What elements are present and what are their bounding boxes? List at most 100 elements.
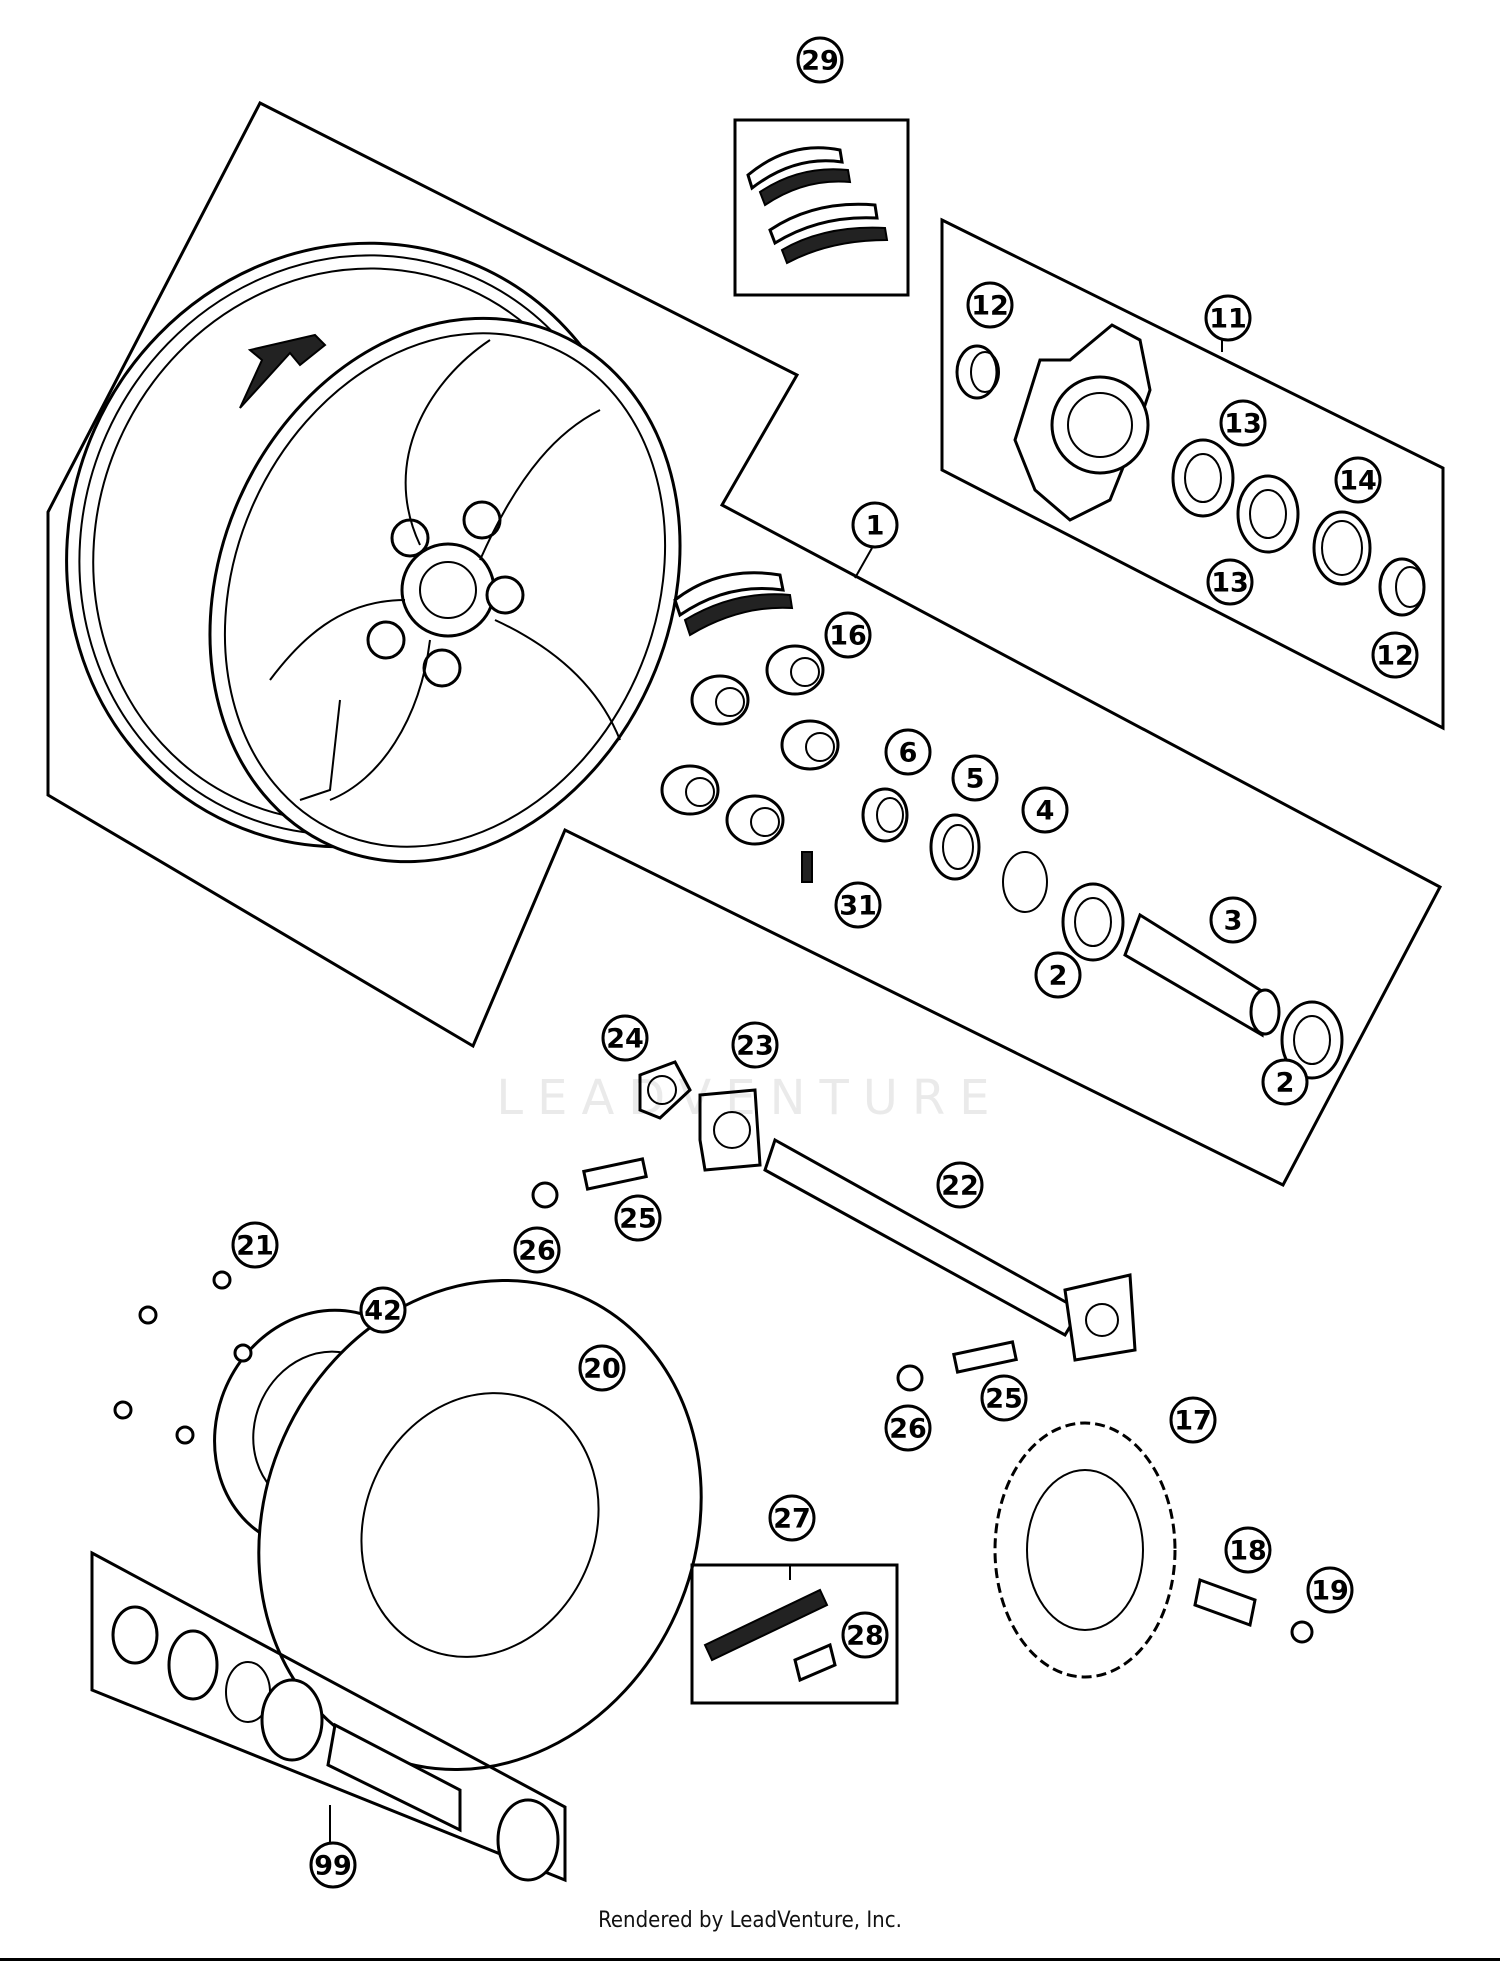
callout-3: 3	[1209, 896, 1257, 944]
callout-25: 25	[614, 1194, 662, 1242]
callout-27: 27	[768, 1494, 816, 1542]
callout-29: 29	[796, 36, 844, 84]
callout-18: 18	[1224, 1526, 1272, 1574]
callout-circle	[1034, 951, 1082, 999]
callout-circle	[1204, 294, 1252, 342]
callout-circle	[359, 1286, 407, 1334]
callout-26: 26	[884, 1404, 932, 1452]
sprocket-carrier-panel	[940, 217, 1445, 731]
callout-6: 6	[884, 728, 932, 776]
callout-circle	[1334, 456, 1382, 504]
callout-14: 14	[1334, 456, 1382, 504]
callout-circle	[1206, 558, 1254, 606]
wheel-small-parts	[660, 571, 1344, 1080]
callout-12: 12	[966, 281, 1014, 329]
callout-number: 23	[736, 1031, 774, 1062]
callout-number: 29	[801, 46, 839, 77]
chain-drawing	[703, 1588, 837, 1683]
callout-circle	[731, 1021, 779, 1069]
callout-number: 20	[583, 1354, 621, 1385]
brake-parts	[113, 1270, 703, 1772]
callout-number: 26	[518, 1236, 556, 1267]
callout-21: 21	[231, 1221, 279, 1269]
callout-number: 16	[829, 621, 867, 652]
callout-number: 22	[941, 1171, 979, 1202]
callout-circle	[309, 1841, 357, 1889]
callout-number: 24	[606, 1024, 644, 1055]
callout-number: 2	[1049, 961, 1068, 992]
callout-number: 14	[1339, 466, 1377, 497]
callout-number: 13	[1211, 568, 1249, 599]
callout-24: 24	[601, 1014, 649, 1062]
callout-circle	[796, 36, 844, 84]
callout-5: 5	[951, 754, 999, 802]
decal-stickers	[746, 146, 889, 265]
bearing-kit-drawing	[111, 1605, 560, 1882]
callout-number: 12	[971, 291, 1009, 322]
callout-circle	[1224, 1526, 1272, 1574]
callout-circle	[1219, 399, 1267, 447]
callout-circle	[231, 1221, 279, 1269]
rim-drawing	[65, 241, 682, 864]
callout-16: 16	[824, 611, 872, 659]
callout-circle	[578, 1344, 626, 1392]
callout-circle	[1306, 1566, 1354, 1614]
watermark: LEADVENTURE	[496, 1070, 1004, 1126]
callout-circle	[884, 728, 932, 776]
callout-number: 5	[966, 764, 985, 795]
callout-22: 22	[936, 1161, 984, 1209]
callout-circle	[884, 1404, 932, 1452]
rotation-arrow-icon	[239, 333, 327, 409]
callout-number: 17	[1174, 1406, 1212, 1437]
decal-set-box	[733, 118, 910, 297]
callout-circle	[851, 501, 899, 549]
callout-number: 42	[364, 1296, 402, 1327]
callout-circle	[1021, 786, 1069, 834]
callout-31: 31	[834, 881, 882, 929]
callout-circle	[1371, 631, 1419, 679]
callout-number: 3	[1224, 906, 1243, 937]
callout-13: 13	[1219, 399, 1267, 447]
callout-circle	[1261, 1058, 1309, 1106]
callout-circle	[824, 611, 872, 659]
axle-parts	[531, 1060, 1137, 1392]
callout-circle	[841, 1611, 889, 1659]
callout-99: 99	[309, 1841, 357, 1889]
callout-number: 12	[1376, 641, 1414, 672]
callout-42: 42	[359, 1286, 407, 1334]
callout-12: 12	[1371, 631, 1419, 679]
callout-circle	[951, 754, 999, 802]
callout-number: 25	[619, 1204, 657, 1235]
bearing-kit-panel	[90, 1550, 567, 1883]
callout-circle	[1209, 896, 1257, 944]
bottom-rule	[0, 1958, 1500, 1961]
wheel-group-panel	[46, 100, 1443, 1187]
callout-number: 13	[1224, 409, 1262, 440]
callout-26: 26	[513, 1226, 561, 1274]
callout-number: 18	[1229, 1536, 1267, 1567]
callout-number: 99	[314, 1851, 352, 1882]
callout-number: 4	[1036, 796, 1055, 827]
sprocket-drawing	[993, 1421, 1314, 1679]
callout-20: 20	[578, 1344, 626, 1392]
callout-circle	[1169, 1396, 1217, 1444]
callout-circle	[768, 1494, 816, 1542]
callout-circle	[513, 1226, 561, 1274]
callout-number: 6	[899, 738, 918, 769]
callout-number: 2	[1276, 1068, 1295, 1099]
callout-circle	[614, 1194, 662, 1242]
callout-13: 13	[1206, 558, 1254, 606]
callout-number: 26	[889, 1414, 927, 1445]
callout-19: 19	[1306, 1566, 1354, 1614]
callout-11: 11	[1204, 294, 1252, 342]
callout-number: 21	[236, 1231, 274, 1262]
callout-circle	[980, 1374, 1028, 1422]
chain-box	[690, 1563, 899, 1705]
callout-4: 4	[1021, 786, 1069, 834]
callout-17: 17	[1169, 1396, 1217, 1444]
callout-number: 31	[839, 891, 877, 922]
callout-23: 23	[731, 1021, 779, 1069]
callout-circle	[601, 1014, 649, 1062]
